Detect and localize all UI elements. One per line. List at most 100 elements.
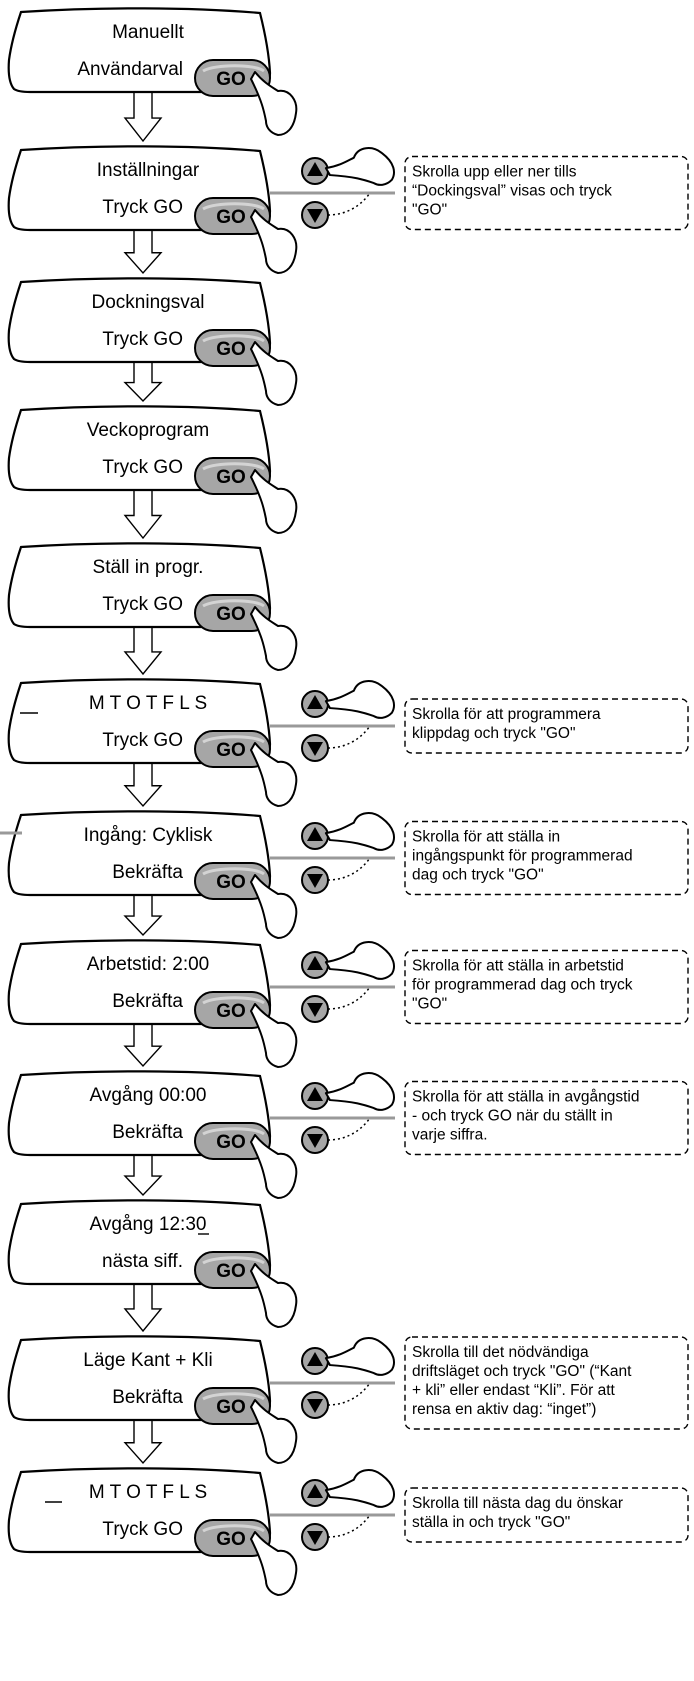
pointing-hand-icon — [250, 1399, 298, 1464]
arrow-up-button[interactable] — [301, 690, 329, 718]
arrow-up-button[interactable] — [301, 822, 329, 850]
go-button[interactable]: GO — [194, 594, 271, 632]
display-line-1: M T O T F L S — [89, 693, 207, 714]
display-line-1: Läge Kant + Kli — [83, 1350, 212, 1371]
arrow-up-button[interactable] — [301, 1082, 329, 1110]
display-line-2: Tryck GO — [102, 594, 183, 615]
hand-motion-line — [327, 986, 371, 1010]
flow-step: M T O T F L S Tryck GO GO Skrolla till näst… — [7, 1467, 689, 1596]
note-line: Skrolla för att ställa in — [412, 829, 560, 846]
pointing-hand-icon — [324, 1469, 395, 1508]
go-label: GO — [216, 207, 246, 228]
display-line-1: M T O T F L S — [89, 1482, 207, 1503]
go-label: GO — [216, 1261, 246, 1282]
triangle-down-icon — [307, 742, 323, 756]
hand-motion-line — [327, 725, 371, 749]
go-label: GO — [216, 740, 246, 761]
arrow-down-button[interactable] — [301, 866, 329, 894]
arrow-down-button[interactable] — [301, 201, 329, 229]
triangle-up-icon — [307, 1484, 323, 1498]
note-line: för programmerad dag och tryck — [412, 977, 633, 994]
display-line-2: Bekräfta — [112, 862, 183, 883]
note-line: - och tryck GO när du ställt in — [412, 1108, 613, 1125]
pointing-hand-icon — [250, 209, 298, 274]
note-line: dag och tryck "GO" — [412, 867, 544, 884]
display-line-1: Avgång 00:00 — [90, 1085, 207, 1106]
display-line-2: Tryck GO — [102, 197, 183, 218]
pointing-hand-icon — [324, 1337, 395, 1376]
hand-motion-line — [327, 1514, 371, 1538]
arrow-up-button[interactable] — [301, 1479, 329, 1507]
note-line: ingångspunkt för programmerad — [412, 848, 633, 865]
instruction-note — [404, 1487, 689, 1543]
pointing-hand-icon — [250, 1531, 298, 1596]
display-line-2: Tryck GO — [102, 329, 183, 350]
display-line-1: Veckoprogram — [87, 420, 210, 441]
triangle-down-icon — [307, 1134, 323, 1148]
go-label: GO — [216, 1001, 246, 1022]
flow-arrow-icon — [123, 624, 163, 676]
note-line: "GO" — [412, 202, 447, 219]
display-line-2: Tryck GO — [102, 457, 183, 478]
arrow-down-button[interactable] — [301, 1523, 329, 1551]
arrow-down-button[interactable] — [301, 1126, 329, 1154]
go-button[interactable]: GO — [194, 59, 271, 97]
flow-arrow-icon — [123, 1152, 163, 1197]
display-line-2: Bekräfta — [112, 1122, 183, 1143]
note-line: ställa in och tryck "GO" — [412, 1514, 570, 1531]
pointing-hand-icon — [324, 147, 395, 186]
go-button[interactable]: GO — [194, 329, 271, 367]
go-label: GO — [216, 1529, 246, 1550]
pointing-hand-icon — [250, 71, 298, 136]
flow-arrow-icon — [123, 892, 163, 937]
display-line-2: Tryck GO — [102, 1519, 183, 1540]
hand-motion-line — [327, 1382, 371, 1406]
go-button[interactable]: GO — [194, 1387, 271, 1425]
pointing-hand-icon — [250, 1263, 298, 1328]
note-line: driftsläget och tryck "GO" (“Kant — [412, 1363, 632, 1380]
arrow-up-button[interactable] — [301, 157, 329, 185]
pointing-hand-icon — [324, 680, 395, 719]
go-button[interactable]: GO — [194, 197, 271, 235]
flow-arrow-icon — [123, 760, 163, 808]
pointing-hand-icon — [250, 1003, 298, 1068]
instruction-note — [404, 1336, 689, 1430]
pointing-hand-icon — [250, 874, 298, 939]
go-button[interactable]: GO — [194, 457, 271, 495]
go-label: GO — [216, 1397, 246, 1418]
arrow-down-button[interactable] — [301, 1391, 329, 1419]
instruction-note — [404, 820, 689, 896]
display-line-2: nästa siff. — [102, 1251, 183, 1272]
hand-motion-line — [327, 1117, 371, 1141]
go-button[interactable]: GO — [194, 1251, 271, 1289]
triangle-up-icon — [307, 1352, 323, 1366]
note-line: Skrolla upp eller ner tills — [412, 164, 577, 181]
triangle-up-icon — [307, 1087, 323, 1101]
flow-arrow-icon — [123, 487, 163, 540]
go-button[interactable]: GO — [194, 1519, 271, 1557]
go-button[interactable]: GO — [194, 730, 271, 768]
instruction-note — [404, 1080, 689, 1156]
note-line: klippdag och tryck "GO" — [412, 725, 575, 742]
triangle-up-icon — [307, 695, 323, 709]
arrow-down-button[interactable] — [301, 734, 329, 762]
arrow-up-button[interactable] — [301, 951, 329, 979]
go-button[interactable]: GO — [194, 991, 271, 1029]
pointing-hand-icon — [250, 469, 298, 534]
go-label: GO — [216, 1132, 246, 1153]
triangle-up-icon — [307, 827, 323, 841]
go-button[interactable]: GO — [194, 862, 271, 900]
pointing-hand-icon — [324, 812, 395, 851]
arrow-up-button[interactable] — [301, 1347, 329, 1375]
display-line-1: Inställningar — [97, 160, 200, 181]
arrow-down-button[interactable] — [301, 995, 329, 1023]
note-line: Skrolla till nästa dag du önskar — [412, 1495, 623, 1512]
pointing-hand-icon — [250, 341, 298, 406]
go-button[interactable]: GO — [194, 1122, 271, 1160]
